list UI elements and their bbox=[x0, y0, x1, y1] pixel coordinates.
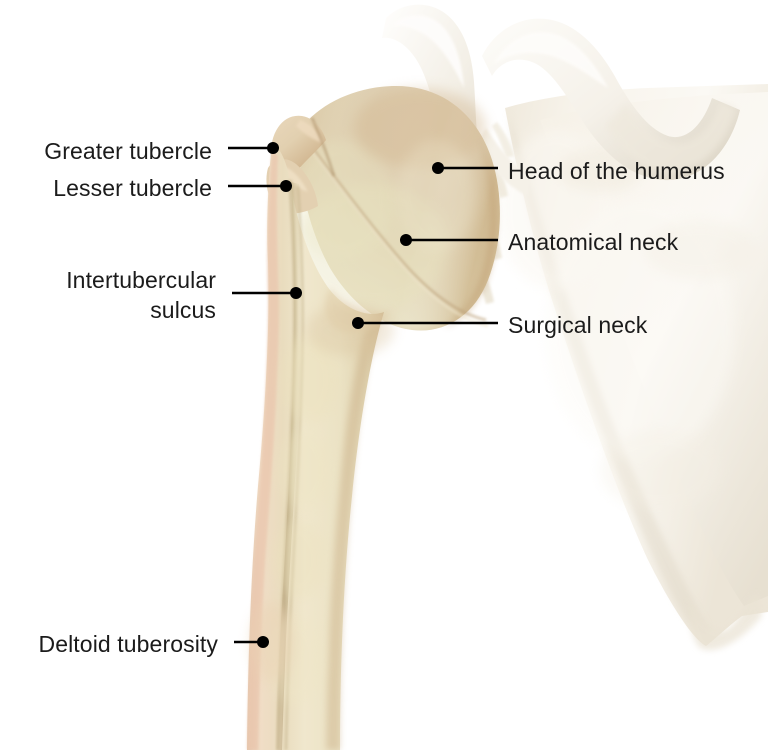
label-greater-tubercle: Greater tubercle bbox=[44, 138, 212, 164]
leader-dot-greater-tubercle bbox=[267, 142, 279, 154]
leader-dot-deltoid-tuberosity bbox=[257, 636, 269, 648]
leader-dot-intertubercular-sulcus bbox=[290, 287, 302, 299]
leader-dot-anatomical-neck bbox=[400, 234, 412, 246]
greater-tubercle bbox=[272, 115, 336, 177]
anatomical-neck-groove bbox=[298, 131, 489, 328]
label-head-of-the-humerus: Head of the humerus bbox=[508, 158, 725, 184]
leader-dot-surgical-neck bbox=[352, 317, 364, 329]
label-intertubercular-sulcus: Intertubercular sulcus bbox=[66, 267, 216, 323]
humerus-head bbox=[290, 86, 500, 331]
leader-dot-lesser-tubercle bbox=[280, 180, 292, 192]
label-deltoid-tuberosity: Deltoid tuberosity bbox=[38, 631, 218, 657]
label-surgical-neck: Surgical neck bbox=[508, 312, 648, 338]
acromion bbox=[478, 18, 740, 196]
label-anatomical-neck: Anatomical neck bbox=[508, 229, 679, 255]
label-lesser-tubercle: Lesser tubercle bbox=[53, 175, 212, 201]
leader-dot-head-of-the-humerus bbox=[432, 162, 444, 174]
scapula-body bbox=[498, 84, 768, 651]
